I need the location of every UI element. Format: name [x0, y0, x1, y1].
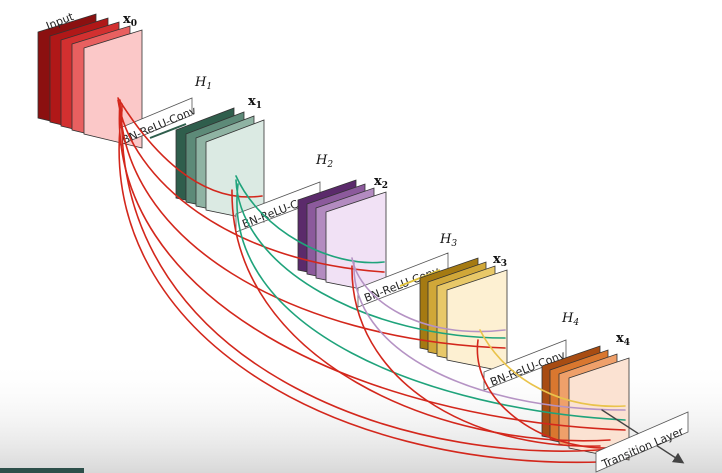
connection-x1-x3: [235, 179, 506, 339]
connection-x1-red: [231, 189, 611, 442]
x0-label: x0: [123, 12, 137, 29]
connection-x1-x2: [235, 175, 385, 264]
h2-label: H2: [315, 153, 333, 170]
transition-layer-box: [595, 411, 689, 473]
x2-label: x2: [374, 174, 388, 191]
corner-accent: [0, 468, 84, 473]
connection-x0-loop: [118, 109, 601, 464]
feature-map-layer: [83, 29, 143, 149]
connection-x2-x3: [351, 257, 506, 333]
connection-x0-transition: [121, 103, 621, 452]
x1-label: x1: [248, 94, 262, 111]
dense-connections: [117, 97, 685, 464]
connection-x2-x4: [353, 261, 626, 411]
x4-label: x4: [616, 331, 630, 348]
feature-block-x4: H4 x4: [541, 311, 630, 461]
connection-x3-red: [476, 339, 611, 449]
feature-block-x2: H2 x2: [297, 153, 388, 295]
connection-x2-red: [351, 265, 601, 447]
h1-label: H1: [194, 75, 212, 92]
h4-label: H4: [561, 311, 579, 328]
connection-x0-x3: [119, 99, 506, 349]
connection-x1-x4: [236, 183, 626, 421]
connection-x0-x2: [117, 99, 385, 273]
connection-x0-x4: [118, 101, 626, 431]
h3-label: H3: [439, 232, 457, 249]
x3-label: x3: [493, 252, 507, 269]
connection-x0-x1: [117, 97, 263, 198]
feature-block-x1: H1 x1: [175, 75, 265, 223]
feature-block-x3: H3 x3: [419, 232, 508, 373]
connection-x3-x4: [479, 329, 626, 407]
feature-block-x0: Input x0: [37, 10, 143, 149]
